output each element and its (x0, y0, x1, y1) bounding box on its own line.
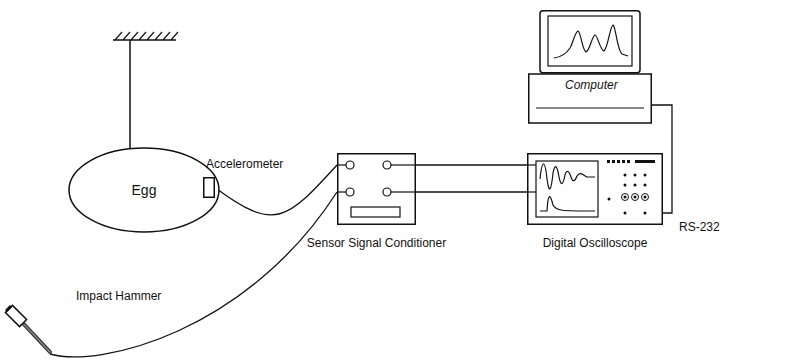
cable-connector (215, 165, 337, 215)
accelerometer-sensor: Accelerometer (203, 177, 215, 198)
ceiling-hatch (115, 32, 178, 40)
digital-oscilloscope-outline (527, 153, 663, 225)
node-label: Sensor Signal Conditioner (307, 236, 446, 250)
node-label: Digital Oscilloscope (543, 236, 648, 250)
node-label: Computer (565, 78, 618, 92)
accelerometer-sensor-outline (203, 177, 215, 198)
signal-conditioner: Sensor Signal Conditioner (337, 153, 416, 225)
computer: Computer (528, 10, 652, 124)
impact-hammer: Impact Hammer (4, 306, 54, 356)
node-label: Accelerometer (206, 157, 283, 171)
cable-connector (416, 165, 527, 166)
signal-conditioner-outline (337, 153, 416, 225)
digital-oscilloscope: Digital Oscilloscope (527, 153, 663, 225)
ceiling-line (113, 39, 176, 41)
impact-hammer-outline (4, 306, 54, 356)
suspension-string (129, 40, 131, 148)
edge-label: RS-232 (677, 220, 722, 234)
node-label: Impact Hammer (76, 289, 161, 303)
cable-line (215, 165, 337, 215)
cable-line (416, 164, 527, 165)
cable-line (416, 191, 527, 192)
cable-connector (416, 192, 527, 193)
computer-outline (528, 10, 652, 124)
